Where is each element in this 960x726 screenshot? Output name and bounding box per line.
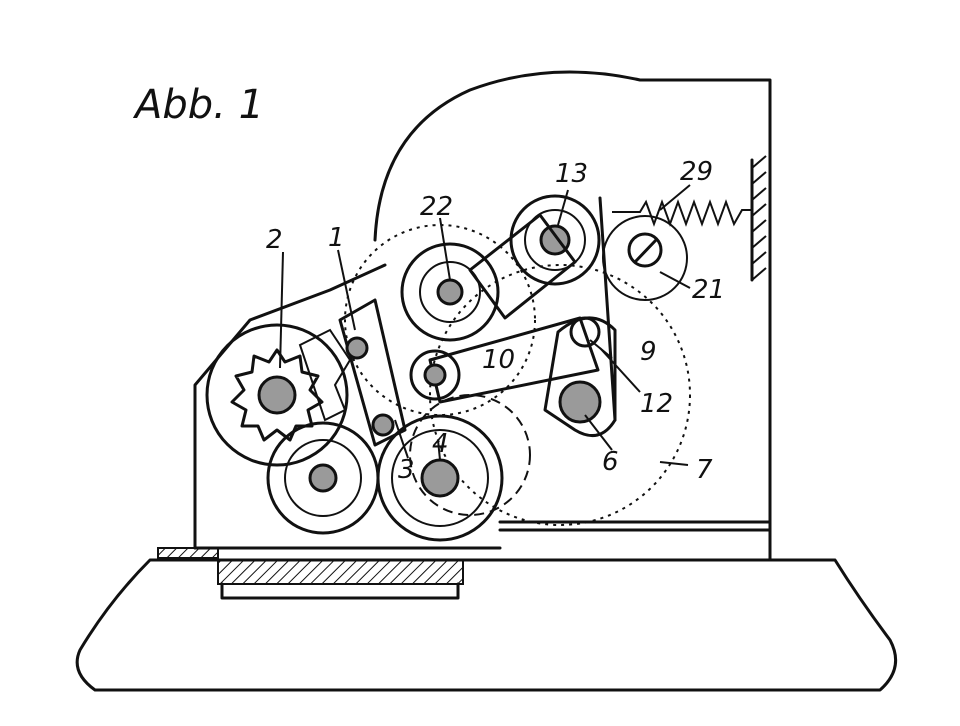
label-22: 22 [420, 192, 453, 222]
wall-and-spring [612, 155, 767, 282]
label-1: 1 [328, 223, 345, 253]
label-13: 13 [555, 159, 588, 189]
label-7: 7 [696, 455, 713, 485]
link-1-3 [298, 298, 407, 447]
swing-circle [344, 224, 536, 416]
label-2: 2 [266, 225, 283, 255]
label-3: 3 [398, 455, 415, 485]
lever-9-arm [543, 196, 617, 438]
reference-labels: 2 1 3 4 22 13 29 21 10 9 12 6 7 [266, 157, 725, 485]
wheel-21 [602, 215, 688, 301]
wheel-lower-left [266, 421, 380, 535]
wheel-7-outline [429, 264, 691, 526]
pinion-2 [205, 323, 349, 467]
lever-10 [409, 316, 600, 404]
label-21: 21 [692, 275, 725, 305]
base [75, 547, 898, 692]
label-4: 4 [432, 429, 449, 459]
arm-22-13 [468, 213, 577, 320]
leader-lines [279, 184, 691, 466]
wheel-4 [376, 414, 504, 542]
housing [193, 70, 772, 562]
label-10: 10 [482, 345, 515, 375]
label-9: 9 [640, 337, 657, 367]
figure-title: Abb. 1 [132, 82, 264, 128]
gear-4-pitch-circle [409, 394, 531, 516]
label-12: 12 [640, 389, 673, 419]
wheel-13 [509, 194, 601, 286]
label-29: 29 [680, 157, 713, 187]
label-6: 6 [602, 447, 619, 477]
